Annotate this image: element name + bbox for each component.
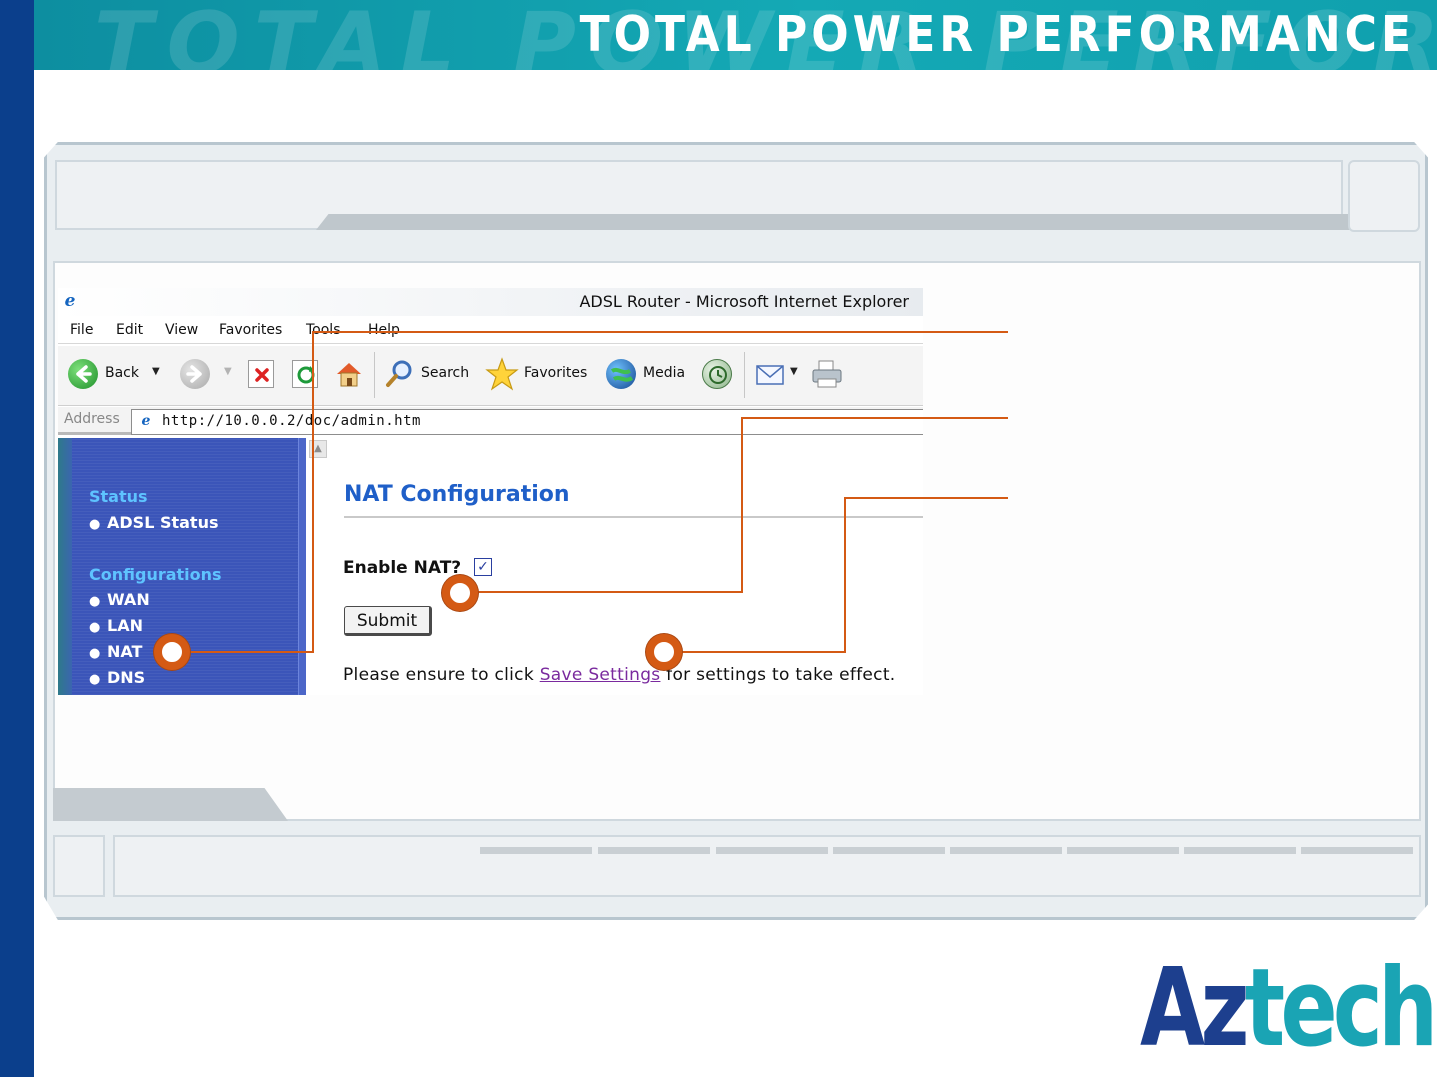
header-banner: TOTAL POWER PERFORMANCE TOTAL POWER PERF… — [34, 0, 1437, 70]
sidebar-item-label[interactable]: ADSL Status — [107, 513, 219, 532]
forward-dropdown-icon[interactable]: ▼ — [224, 366, 232, 377]
menu-tools[interactable]: Tools — [306, 322, 341, 338]
frame-bottom-segment — [1301, 847, 1413, 854]
favorites-button-label[interactable]: Favorites — [524, 365, 588, 381]
media-button-label[interactable]: Media — [643, 365, 686, 381]
mail-icon[interactable] — [755, 360, 787, 388]
sidebar-item-lan[interactable]: ●LAN — [89, 616, 143, 635]
frame-bottom-segment — [598, 847, 710, 854]
save-note-suffix: for settings to take effect. — [660, 665, 896, 685]
logo-text-teal: tech — [1244, 946, 1437, 1071]
toolbar-separator — [374, 352, 375, 398]
title-bar: e ADSL Router - Microsoft Internet Explo… — [58, 288, 923, 316]
frame-bottom-left-panel — [53, 835, 105, 897]
frame-top-stripe — [316, 214, 1356, 230]
callout-line — [741, 417, 743, 593]
address-label: Address — [64, 411, 120, 427]
sidebar-item-nat[interactable]: ●NAT — [89, 642, 143, 661]
callout-line — [476, 591, 743, 593]
sidebar-item-dns[interactable]: ●DNS — [89, 668, 146, 687]
left-accent-strip — [0, 0, 34, 1077]
stop-icon[interactable] — [248, 360, 274, 388]
sidebar-heading-configurations: Configurations — [89, 565, 222, 584]
back-button-label[interactable]: Back — [105, 365, 139, 381]
mail-dropdown-icon[interactable]: ▼ — [790, 366, 798, 377]
toolbar-separator — [744, 352, 745, 398]
submit-button[interactable]: Submit — [344, 606, 432, 636]
address-url[interactable]: http://10.0.0.2/doc/admin.htm — [162, 413, 421, 429]
address-bar: Address e http://10.0.0.2/doc/admin.htm — [58, 407, 923, 435]
menu-edit[interactable]: Edit — [116, 322, 144, 338]
home-icon[interactable] — [333, 358, 365, 390]
save-note: Please ensure to click Save Settings for… — [343, 665, 896, 685]
sidebar-item-wan[interactable]: ●WAN — [89, 590, 150, 609]
callout-marker-checkbox — [442, 575, 478, 611]
callout-line — [312, 331, 1008, 333]
aztech-logo: Aztech — [1140, 955, 1437, 1063]
page-icon: e — [141, 413, 151, 429]
save-note-prefix: Please ensure to click — [343, 665, 540, 685]
frame-corner-panel — [1348, 160, 1420, 232]
frame-bottom-segment — [480, 847, 592, 854]
frame-bottom-tab — [53, 788, 288, 821]
back-arrow-icon[interactable] — [68, 359, 98, 389]
search-icon[interactable] — [384, 358, 416, 390]
callout-line — [844, 497, 1008, 499]
sidebar-right-edge — [298, 438, 306, 695]
menu-favorites[interactable]: Favorites — [219, 322, 283, 338]
sidebar-item-label[interactable]: WAN — [107, 590, 150, 609]
callout-line — [741, 417, 1008, 419]
callout-marker-nat — [154, 634, 190, 670]
frame-bottom-segment — [716, 847, 828, 854]
menu-view[interactable]: View — [165, 322, 199, 338]
save-settings-link[interactable]: Save Settings — [539, 665, 661, 685]
menu-file[interactable]: File — [70, 322, 94, 338]
frame-bottom-panel — [113, 835, 1421, 897]
ie-logo-icon: e — [64, 291, 76, 311]
back-dropdown-icon[interactable]: ▼ — [152, 366, 160, 377]
search-button-label[interactable]: Search — [421, 365, 470, 381]
sidebar-item-label[interactable]: LAN — [107, 616, 143, 635]
page-title: NAT Configuration — [344, 482, 570, 507]
favorites-star-icon[interactable] — [485, 357, 519, 391]
callout-line — [312, 331, 314, 653]
frame-bottom-segment — [1184, 847, 1296, 854]
frame-bottom-segment — [1067, 847, 1179, 854]
refresh-icon[interactable] — [292, 360, 318, 388]
callout-line — [844, 497, 846, 653]
frame-bottom-segment — [950, 847, 1062, 854]
print-icon[interactable] — [810, 358, 844, 390]
frame-bottom-segment — [833, 847, 945, 854]
logo-text-dark: Az — [1140, 946, 1250, 1071]
window-title: ADSL Router - Microsoft Internet Explore… — [579, 292, 909, 311]
title-divider — [344, 516, 923, 518]
enable-nat-label: Enable NAT? — [343, 558, 462, 578]
callout-line — [188, 651, 314, 653]
menu-help[interactable]: Help — [368, 322, 400, 338]
address-input[interactable]: e http://10.0.0.2/doc/admin.htm — [131, 409, 923, 435]
sidebar-item-adsl-status[interactable]: ●ADSL Status — [89, 513, 219, 532]
sidebar-left-edge — [58, 438, 72, 695]
sidebar-item-label[interactable]: NAT — [107, 642, 143, 661]
toolbar: Back ▼ ▼ Search Favorites Media — [58, 346, 923, 406]
callout-line — [680, 651, 846, 653]
banner-watermark-text: TOTAL POWER PERFORMANCE — [94, 0, 1437, 70]
media-globe-icon[interactable] — [606, 359, 636, 389]
forward-arrow-icon[interactable] — [180, 359, 210, 389]
sidebar-heading-status: Status — [89, 487, 148, 506]
enable-nat-checkbox[interactable]: ✓ — [474, 558, 492, 576]
sidebar-item-label[interactable]: DNS — [107, 668, 146, 687]
history-icon[interactable] — [702, 359, 732, 389]
browser-window: e ADSL Router - Microsoft Internet Explo… — [58, 288, 923, 695]
banner-title: TOTAL POWER PERFORMANCE — [579, 6, 1415, 64]
callout-marker-save-settings — [646, 634, 682, 670]
